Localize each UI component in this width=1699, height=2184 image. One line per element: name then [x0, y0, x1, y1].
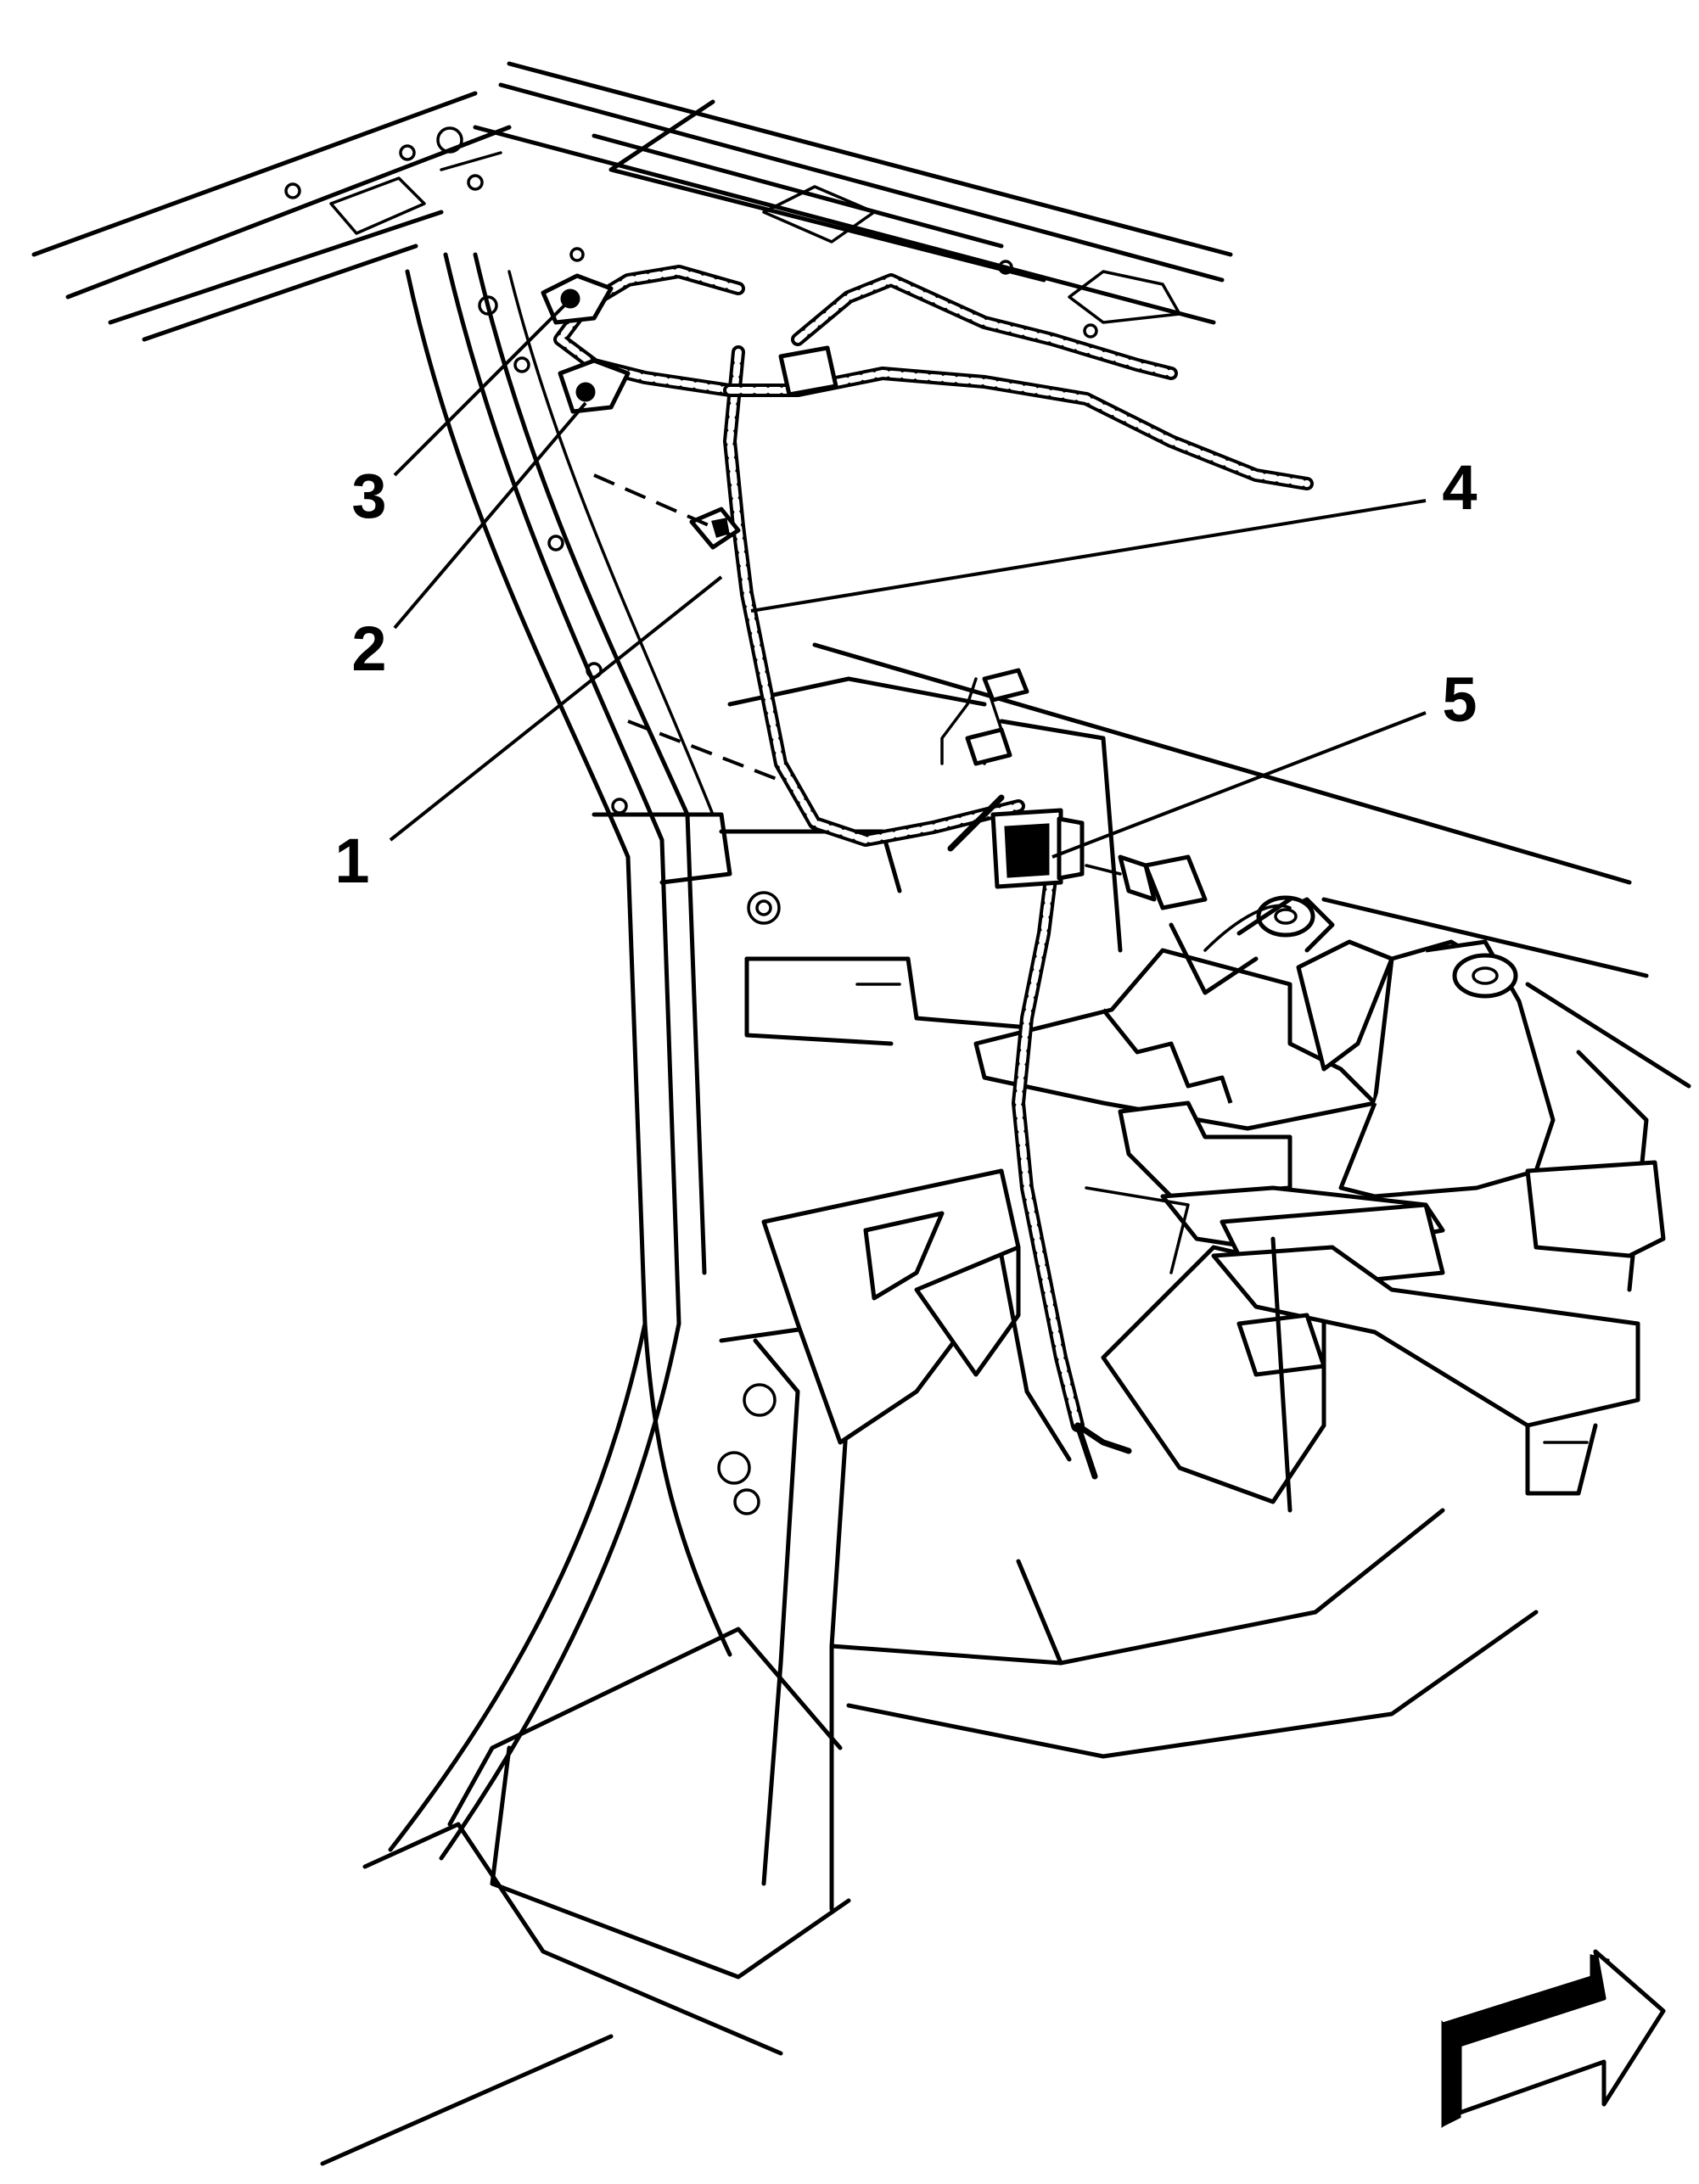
- callout-leaders: [389, 300, 1427, 859]
- harness-retainer-2: [558, 358, 631, 414]
- door-sill: [642, 1321, 1539, 1912]
- callout-labels: 1 2 3 4 5: [334, 452, 1477, 896]
- callout-2: 2: [351, 613, 386, 684]
- roof-panel: [31, 61, 1233, 342]
- floor-duct-assembly: [761, 1168, 1640, 1513]
- harness-fastener-1: [689, 507, 741, 550]
- side-connector: [1085, 854, 1208, 910]
- callout-3: 3: [351, 461, 386, 531]
- dash-panel: [719, 642, 1691, 1292]
- callout-4: 4: [1442, 452, 1477, 523]
- roof-harness-connector: [778, 345, 1029, 766]
- instrument-panel-bracket: [973, 895, 1666, 1258]
- fastener-alignment-line: [593, 473, 782, 782]
- callout-5: 5: [1442, 664, 1477, 735]
- front-pillar: [320, 252, 851, 2166]
- callout-1: 1: [334, 826, 369, 896]
- harness-connector-5: [990, 808, 1085, 889]
- front-direction-arrow-icon: [1441, 1949, 1666, 2128]
